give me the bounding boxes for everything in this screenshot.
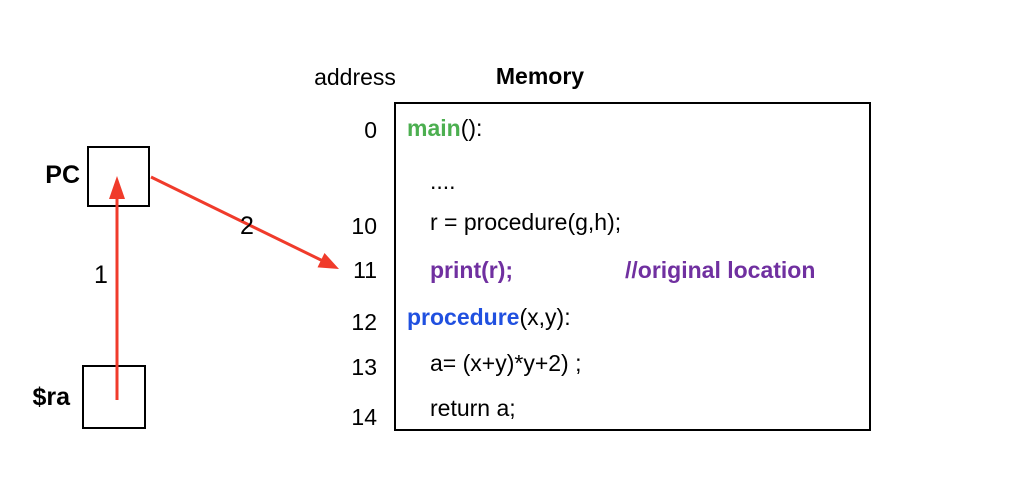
- memory-header: Memory: [495, 63, 585, 89]
- address-label-12: 12: [351, 309, 377, 335]
- address-label-0: 0: [364, 117, 377, 143]
- address-label-13: 13: [351, 354, 377, 380]
- code-line-addr-0: main():: [407, 113, 482, 143]
- keyword-main: main: [407, 115, 461, 141]
- pc-register-box: [87, 146, 150, 207]
- code-line-dots: ....: [430, 166, 456, 196]
- arrow-1-label: 1: [94, 261, 108, 289]
- code-comment: //original location: [625, 257, 816, 283]
- keyword-procedure: procedure: [407, 304, 520, 330]
- address-label-10: 10: [351, 213, 377, 239]
- address-label-11: 11: [353, 257, 377, 283]
- address-label-14: 14: [351, 404, 377, 430]
- pc-register-label: PC: [45, 161, 80, 189]
- code-line-addr-11: print(r); //original location: [430, 255, 815, 285]
- code-text: ....: [430, 168, 456, 194]
- code-text: a= (x+y)*y+2) ;: [430, 350, 582, 376]
- address-column-header: address: [314, 64, 396, 90]
- code-text: return a;: [430, 395, 516, 421]
- ra-register-box: [82, 365, 146, 429]
- code-text: ():: [460, 115, 483, 141]
- ra-register-label: $ra: [32, 383, 70, 411]
- code-line-addr-14: return a;: [430, 393, 516, 423]
- code-text: r = procedure(g,h);: [430, 209, 622, 235]
- code-line-addr-10: r = procedure(g,h);: [430, 207, 621, 237]
- code-line-addr-12: procedure(x,y):: [407, 302, 571, 332]
- highlighted-call: print(r);: [430, 257, 514, 283]
- arrow-2-label: 2: [240, 212, 254, 240]
- code-line-addr-13: a= (x+y)*y+2) ;: [430, 348, 581, 378]
- code-text: (x,y):: [519, 304, 571, 330]
- memory-box: [394, 102, 871, 431]
